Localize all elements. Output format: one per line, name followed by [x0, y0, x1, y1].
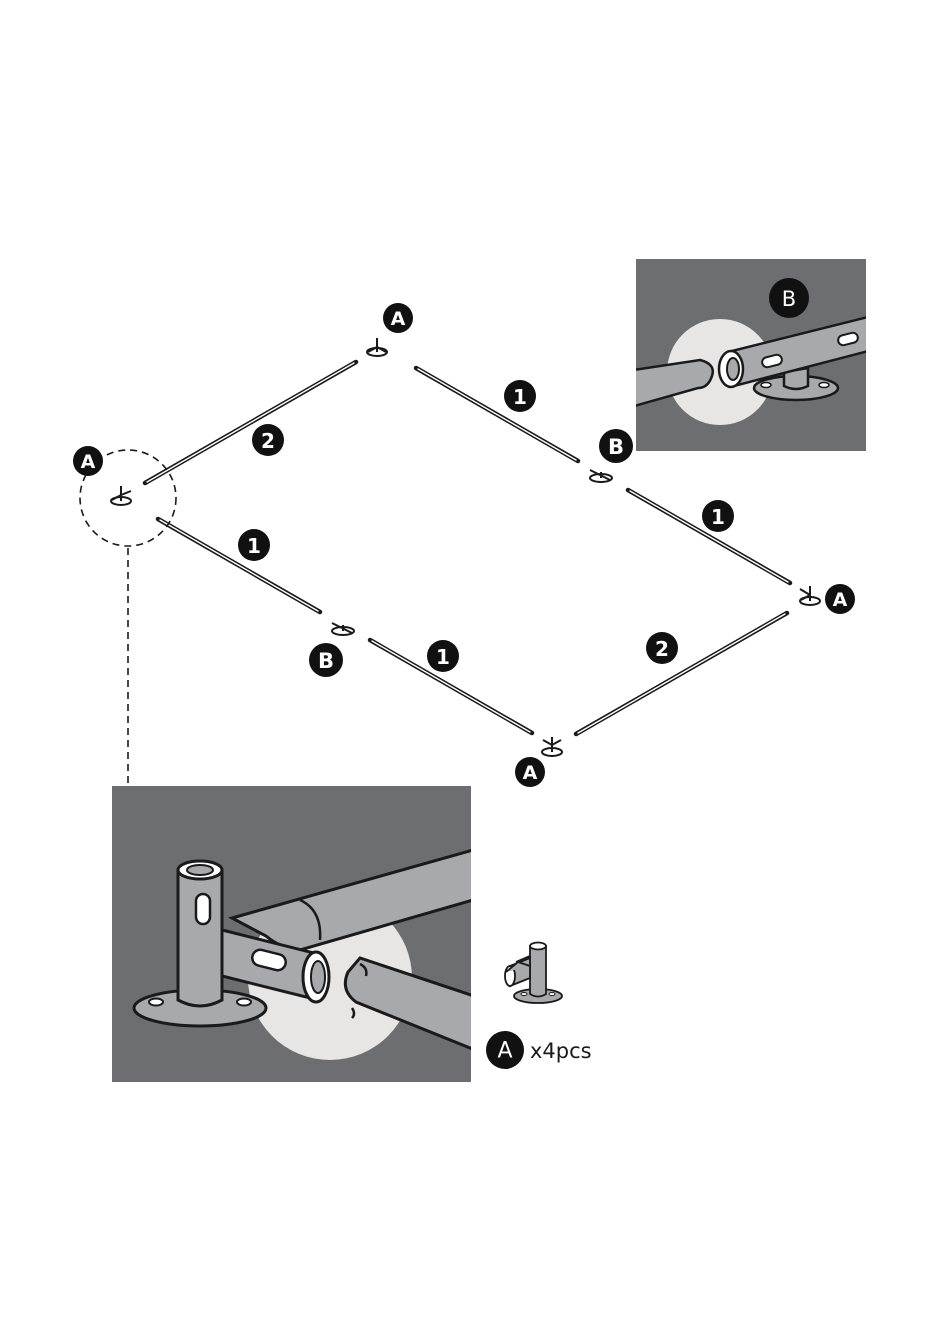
- part-a-illustration: [505, 943, 562, 1004]
- badge-1-top: 1: [504, 380, 536, 412]
- badge-a-top: A: [383, 303, 413, 333]
- badge-1-bottom: 1: [427, 640, 459, 672]
- svg-text:A: A: [391, 308, 406, 330]
- connector-a-right: [800, 586, 820, 605]
- badge-a-left: A: [73, 446, 103, 476]
- badge-a-bottom: A: [515, 757, 545, 787]
- svg-text:1: 1: [247, 534, 261, 558]
- svg-text:2: 2: [655, 637, 669, 661]
- svg-text:1: 1: [711, 505, 725, 529]
- quantity-text: x4pcs: [530, 1039, 592, 1063]
- detail-b-label: B: [782, 287, 796, 311]
- svg-text:A: A: [523, 762, 538, 784]
- badge-b-left: B: [309, 643, 343, 677]
- badge-b-right: B: [599, 429, 633, 463]
- badge-1-right: 1: [702, 500, 734, 532]
- connector-b-left: [332, 623, 354, 635]
- connector-a-top: [367, 338, 387, 356]
- connector-a-left: [111, 486, 131, 505]
- svg-text:2: 2: [261, 429, 275, 453]
- badge-2-bottom: 2: [646, 632, 678, 664]
- svg-text:B: B: [318, 649, 334, 673]
- badge-2-top: 2: [252, 424, 284, 456]
- svg-text:1: 1: [436, 645, 450, 669]
- detail-b-panel: B: [620, 259, 880, 451]
- quantity-part-label: A: [497, 1039, 512, 1064]
- svg-text:A: A: [833, 589, 848, 611]
- svg-text:1: 1: [513, 385, 527, 409]
- quantity-note: A x4pcs: [486, 1031, 592, 1069]
- svg-text:B: B: [608, 435, 624, 459]
- detail-a-panel: [112, 786, 480, 1082]
- badge-a-right: A: [825, 584, 855, 614]
- svg-text:A: A: [81, 451, 96, 473]
- connector-a-bottom: [542, 737, 562, 756]
- badge-1-left: 1: [238, 529, 270, 561]
- connector-b-right: [590, 470, 612, 482]
